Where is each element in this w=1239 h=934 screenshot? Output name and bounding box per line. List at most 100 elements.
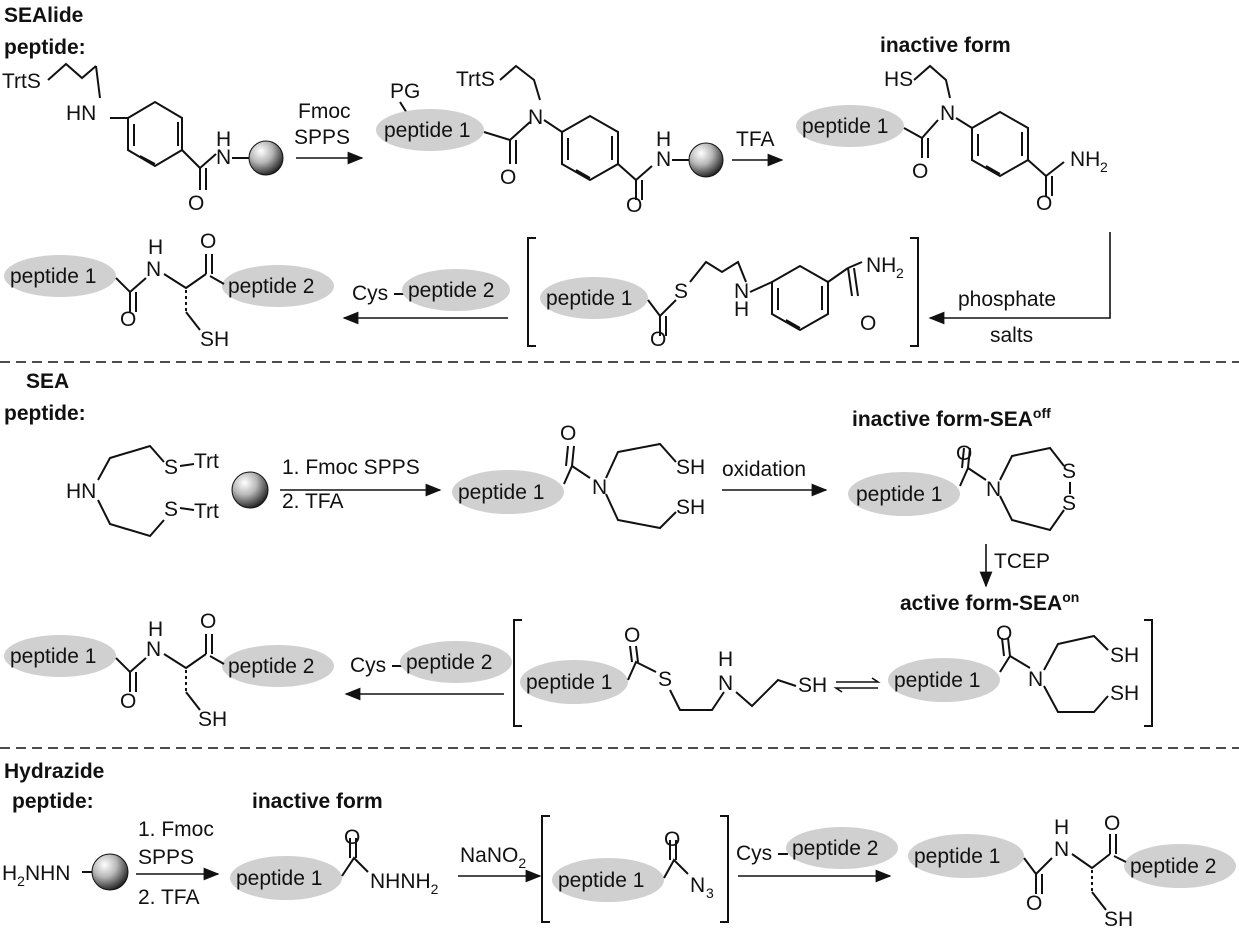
atom-sh: SH — [1104, 908, 1133, 931]
peptide-1-ellipse — [520, 660, 628, 704]
atom-h: H — [718, 648, 733, 671]
atom-sh: SH — [1110, 644, 1139, 667]
section-title-sealide: SEAlide — [4, 4, 83, 27]
atom-trts: TrtS — [456, 68, 495, 91]
bracket-left — [541, 815, 550, 923]
atom-trts: TrtS — [2, 70, 41, 93]
atom-o: O — [120, 690, 136, 713]
atom-o: O — [344, 826, 360, 849]
hydrazide-resin: H2NHN — [2, 853, 129, 891]
peptide-1-ellipse — [540, 277, 648, 319]
atom-h: H — [734, 298, 749, 321]
section-title-hydrazide: Hydrazide — [4, 760, 104, 783]
bracket-right — [910, 237, 919, 347]
peptide-1-label: peptide 1 — [802, 115, 888, 138]
atom-n3-subscript: 3 — [706, 885, 714, 901]
atom-nh: NH — [1070, 148, 1100, 171]
peptide-1-label: peptide 1 — [10, 265, 96, 288]
atom-n: N — [986, 478, 1001, 501]
peptide-2-label: peptide 2 — [408, 279, 494, 302]
resin-bead-icon — [91, 853, 129, 891]
peptide-2-label: peptide 2 — [406, 651, 492, 674]
heading-inactive-form-sea: inactive form-SEAoff — [852, 405, 1051, 431]
reagent-nano2: NaNO2 — [460, 844, 526, 871]
resin-bead-icon — [231, 471, 269, 509]
reagent-oxidation: oxidation — [722, 458, 806, 481]
atom-n: N — [718, 672, 733, 695]
atom-sh: SH — [200, 328, 229, 351]
atom-n: N — [734, 280, 749, 303]
atom-pg: PG — [390, 80, 420, 103]
peptide-1-label: peptide 1 — [856, 483, 942, 506]
equilibrium-arrow-forward — [836, 677, 881, 683]
atom-n: N — [592, 476, 607, 499]
reagent-cys: Cys — [350, 654, 386, 677]
peptide-2-ellipse — [400, 641, 512, 683]
atom-o: O — [650, 328, 666, 351]
reagent-step1-fmoc: 1. Fmoc — [138, 818, 214, 841]
reagent-tfa: TFA — [736, 128, 775, 151]
peptide-1-label: peptide 1 — [546, 287, 632, 310]
atom-h: H — [148, 618, 163, 641]
reagent-spps: SPPS — [138, 846, 194, 869]
reagent-step2-tfa: 2. TFA — [138, 886, 199, 909]
sealide-thioester-intermediate: peptide 1 O S N H NH 2 O — [527, 237, 919, 351]
reagent-step2-tfa: 2. TFA — [282, 490, 343, 513]
peptide-1-ellipse — [452, 470, 564, 514]
peptide-1-label: peptide 1 — [894, 669, 980, 692]
atom-h: H — [1054, 816, 1069, 839]
atom-o: O — [912, 160, 928, 183]
atom-nh: NH — [866, 254, 896, 277]
atom-s: S — [1062, 460, 1076, 483]
heading-inactive-form-hydrazide: inactive form — [252, 790, 383, 813]
peptide-2-ellipse — [222, 265, 334, 307]
atom-s: S — [674, 280, 688, 303]
atom-trt: Trt — [194, 450, 219, 473]
reagent-salts: salts — [990, 324, 1033, 347]
sealide-inactive-form: HS peptide 1 O N O NH 2 — [796, 64, 1108, 215]
superscript-on: on — [1062, 589, 1079, 605]
atom-n: N — [216, 146, 231, 169]
sealide-protected-intermediate: PG TrtS peptide 1 O N O H N — [376, 64, 724, 217]
peptide-2-ellipse — [222, 645, 334, 687]
atom-sh: SH — [676, 496, 705, 519]
reagent-phosphate: phosphate — [958, 288, 1056, 311]
sea-resin-structure: HN S S Trt Trt — [66, 444, 269, 538]
bracket-left — [513, 619, 522, 727]
atom-sh: SH — [1110, 682, 1139, 705]
sealide-ligation-product: peptide 1 O H N SH O peptide 2 — [4, 230, 334, 351]
atom-n: N — [656, 148, 671, 171]
peptide-1-label: peptide 1 — [384, 119, 470, 142]
atom-o: O — [188, 192, 204, 215]
atom-o: O — [664, 828, 680, 851]
peptide-1-ellipse — [796, 105, 904, 147]
atom-n: N — [940, 102, 955, 125]
superscript-off: off — [1033, 405, 1051, 421]
heading-inactive-form: inactive form — [880, 34, 1011, 57]
section-subtitle-hydrazide: peptide: — [12, 790, 94, 813]
peptide-1-ellipse — [552, 858, 664, 902]
atom-h: H — [656, 128, 671, 151]
atom-o: O — [200, 230, 216, 253]
resin-bead-icon — [688, 142, 724, 178]
atom-hn: HN — [66, 480, 96, 503]
peptide-2-label: peptide 2 — [228, 275, 314, 298]
peptide-1-ellipse — [376, 109, 484, 151]
peptide-1-label: peptide 1 — [236, 867, 322, 890]
atom-trt: Trt — [194, 500, 219, 523]
atom-o: O — [560, 422, 576, 445]
peptide-2-ellipse — [1124, 844, 1236, 888]
bracket-left — [527, 237, 536, 347]
atom-o: O — [624, 624, 640, 647]
atom-s: S — [658, 668, 672, 691]
atom-n: N — [1054, 838, 1069, 861]
atom-h2nhn: H2NHN — [2, 862, 70, 889]
atom-o: O — [500, 166, 516, 189]
reagent-cys: Cys — [352, 282, 388, 305]
atom-sh: SH — [676, 456, 705, 479]
atom-nhnh: NHNH2 — [370, 870, 439, 897]
reagent-spps: SPPS — [294, 126, 350, 149]
reagent-step1-fmoc-spps: 1. Fmoc SPPS — [282, 456, 420, 479]
resin-bead-icon — [248, 140, 284, 176]
atom-sh: SH — [798, 674, 827, 697]
